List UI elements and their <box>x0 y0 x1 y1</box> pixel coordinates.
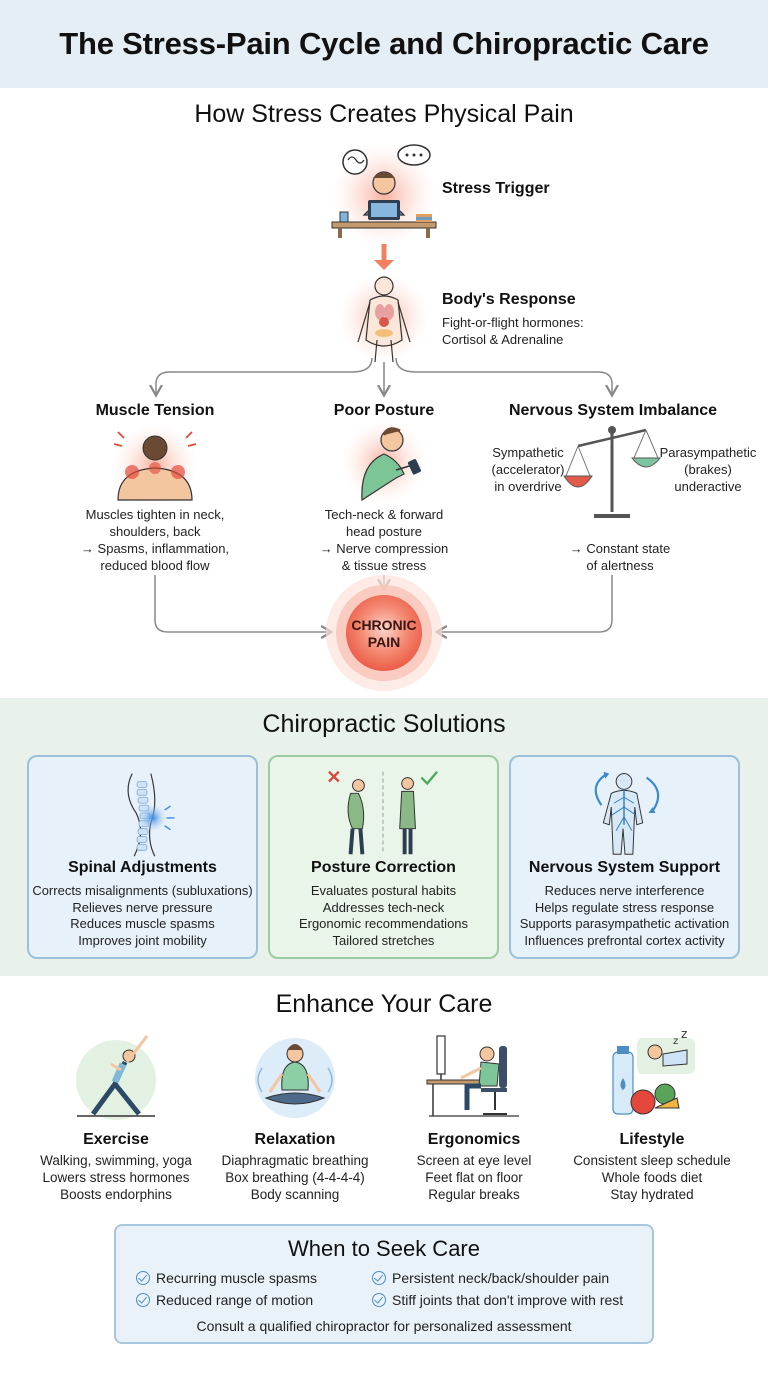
page-title: The Stress-Pain Cycle and Chiropractic C… <box>59 26 709 61</box>
flow-diagram <box>113 143 662 691</box>
enhance-ergonomics: Ergonomics Screen at eye level Feet flat… <box>389 1028 559 1203</box>
poor-posture-title: Poor Posture <box>333 402 435 419</box>
enhance-exercise: Exercise Walking, swimming, yoga Lowers … <box>31 1028 201 1203</box>
seek-footer: Consult a qualified chiropractor for per… <box>196 1318 572 1334</box>
seek-title: When to Seek Care <box>288 1236 480 1261</box>
muscle-tension-illustration <box>113 424 197 508</box>
posture-comparison-icon <box>328 770 438 855</box>
nervous-imbalance-desc: → Constant state of alertness <box>569 541 671 573</box>
enhance-item-list: Screen at eye level Feet flat on floor R… <box>416 1153 532 1202</box>
header-banner: The Stress-Pain Cycle and Chiropractic C… <box>0 0 768 88</box>
chronic-pain-circle <box>326 575 442 691</box>
chronic-pain-label: CHRONIC PAIN <box>351 617 417 650</box>
body-response-illustration <box>339 273 429 363</box>
card-posture-correction: Posture Correction Evaluates postural ha… <box>268 755 499 959</box>
poor-posture-illustration <box>342 420 426 504</box>
body-response-sub2: Cortisol & Adrenaline <box>442 332 564 347</box>
spine-icon <box>127 773 175 857</box>
enhance-relaxation: Relaxation Diaphragmatic breathing Box b… <box>210 1028 380 1203</box>
when-to-seek-care-box: When to Seek Care Recurring muscle spasm… <box>114 1224 654 1344</box>
nervous-imbalance-title: Nervous System Imbalance <box>508 402 718 419</box>
meditation-icon <box>255 1038 335 1118</box>
card-list: Reduces nerve interference Helps regulat… <box>519 883 730 948</box>
card-list: Corrects misalignments (subluxations) Re… <box>32 883 253 948</box>
svg-text:z: z <box>681 1028 687 1041</box>
enhance-item-list: Diaphragmatic breathing Box breathing (4… <box>221 1153 369 1202</box>
nervous-system-icon <box>594 771 660 855</box>
check-icon <box>136 1293 150 1307</box>
solutions-title: Chiropractic Solutions <box>262 710 506 738</box>
seek-item: Reduced range of motion <box>136 1292 313 1308</box>
seek-item: Persistent neck/back/shoulder pain <box>372 1270 609 1286</box>
parasympathetic-label: Parasympathetic (brakes) underactive <box>659 445 757 494</box>
sympathetic-label: Sympathetic (accelerator) in overdrive <box>491 445 565 494</box>
enhance-title: Enhance Your Care <box>275 990 493 1018</box>
card-nervous-system-support: Nervous System Support Reduces nerve int… <box>509 755 740 959</box>
yoga-pose-icon <box>76 1035 156 1120</box>
lifestyle-icon: z z <box>612 1027 695 1115</box>
card-title: Nervous System Support <box>528 859 721 876</box>
poor-posture-desc: Tech-neck & forward head posture → Nerve… <box>319 507 449 573</box>
body-response-label: Body's Response <box>442 291 576 308</box>
enhance-item-title: Exercise <box>83 1131 149 1148</box>
enhance-item-list: Walking, swimming, yoga Lowers stress ho… <box>40 1153 192 1202</box>
check-icon <box>136 1271 150 1285</box>
muscle-tension-title: Muscle Tension <box>95 402 215 419</box>
stress-trigger-label: Stress Trigger <box>442 180 550 197</box>
check-icon <box>372 1271 386 1285</box>
seek-item: Stiff joints that don't improve with res… <box>372 1292 623 1308</box>
enhance-item-title: Ergonomics <box>427 1131 521 1148</box>
desk-setup-icon <box>426 1035 519 1117</box>
check-icon <box>372 1293 386 1307</box>
body-response-sub1: Fight-or-flight hormones: <box>442 315 584 330</box>
seek-item: Recurring muscle spasms <box>136 1270 317 1286</box>
card-spinal-adjustments: Spinal Adjustments Corrects misalignment… <box>27 755 258 959</box>
enhance-item-list: Consistent sleep schedule Whole foods di… <box>573 1153 731 1202</box>
flow-section-title: How Stress Creates Physical Pain <box>194 100 574 128</box>
card-title: Spinal Adjustments <box>68 859 217 876</box>
balance-scale-illustration <box>563 426 662 518</box>
svg-text:z: z <box>673 1036 678 1047</box>
enhance-item-title: Lifestyle <box>619 1131 685 1148</box>
card-list: Evaluates postural habits Addresses tech… <box>298 883 469 948</box>
enhance-lifestyle: z z Lifestyle Consistent sleep schedule … <box>567 1027 737 1203</box>
card-title: Posture Correction <box>311 859 456 876</box>
muscle-tension-desc: Muscles tighten in neck, shoulders, back… <box>80 507 230 573</box>
enhance-item-title: Relaxation <box>254 1131 336 1148</box>
stress-trigger-illustration <box>331 143 437 247</box>
